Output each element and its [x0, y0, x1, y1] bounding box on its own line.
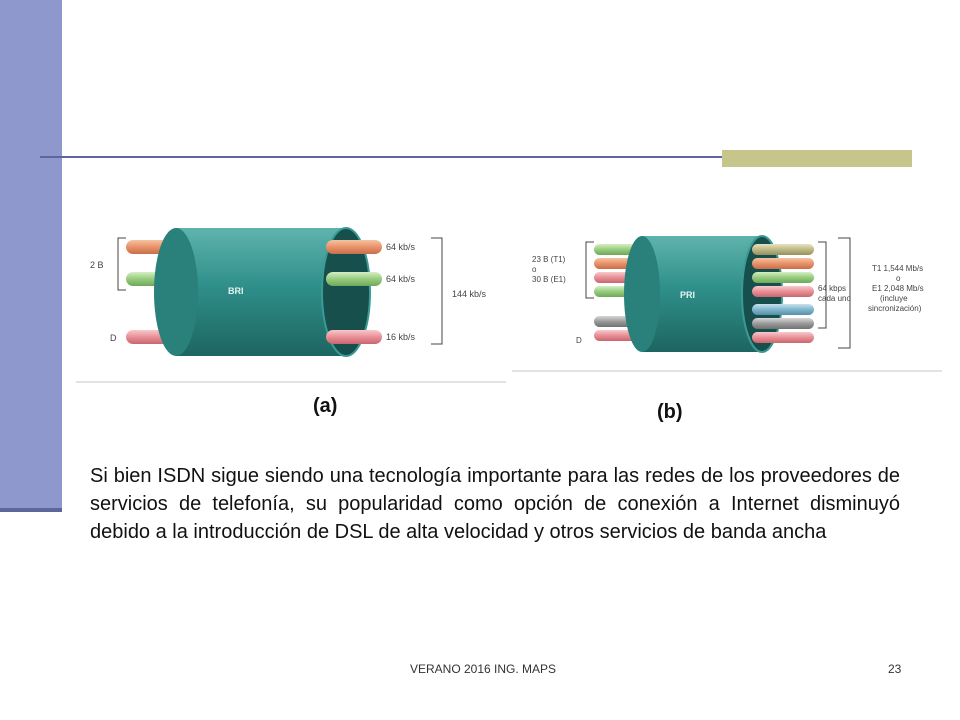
total-2: o — [896, 274, 901, 283]
label-d: D — [110, 333, 117, 343]
rate-1: 64 kbps — [818, 284, 846, 293]
bri-cylinder — [176, 228, 346, 356]
title-divider — [40, 156, 912, 158]
rate-2: cada uno — [818, 294, 851, 303]
label-b-3: 30 B (E1) — [532, 275, 566, 284]
total-5: sincronización) — [868, 304, 922, 313]
total-4: (incluye — [880, 294, 908, 303]
rate-1: 64 kb/s — [386, 242, 416, 252]
rate-2: 64 kb/s — [386, 274, 416, 284]
body-paragraph: Si bien ISDN sigue siendo una tecnología… — [90, 465, 900, 543]
label-d: D — [576, 336, 582, 345]
caption-b: (b) — [657, 401, 683, 423]
total-rate: 144 kb/s — [452, 289, 487, 299]
b-channel-pipe-1-right — [326, 240, 382, 254]
pri-diagram: 23 B (T1) o 30 B (E1) D PRI 64 kbps cada… — [512, 224, 942, 372]
bri-diagram: 2 B D BRI 64 kb/s 64 kb/s 16 kb/s 144 kb… — [76, 210, 506, 383]
rate-3: 16 kb/s — [386, 332, 416, 342]
slide-number: 23 — [888, 662, 902, 676]
total-3: E1 2,048 Mb/s — [872, 284, 924, 293]
cylinder-label: BRI — [228, 286, 244, 296]
figure-b-baseline — [512, 370, 942, 372]
b-channel-pipe-2-right — [326, 272, 382, 286]
divider-accent — [722, 150, 912, 167]
left-accent-bar — [0, 0, 62, 512]
footer-text: VERANO 2016 ING. MAPS — [410, 662, 557, 676]
caption-a: (a) — [313, 395, 338, 417]
label-b-2: o — [532, 265, 537, 274]
d-channel-pipe-right — [326, 330, 382, 344]
label-b-1: 23 B (T1) — [532, 255, 566, 264]
figure-a-baseline — [76, 381, 506, 383]
label-2b: 2 B — [90, 260, 104, 270]
total-1: T1 1,544 Mb/s — [872, 264, 923, 273]
cylinder-label: PRI — [680, 290, 695, 300]
